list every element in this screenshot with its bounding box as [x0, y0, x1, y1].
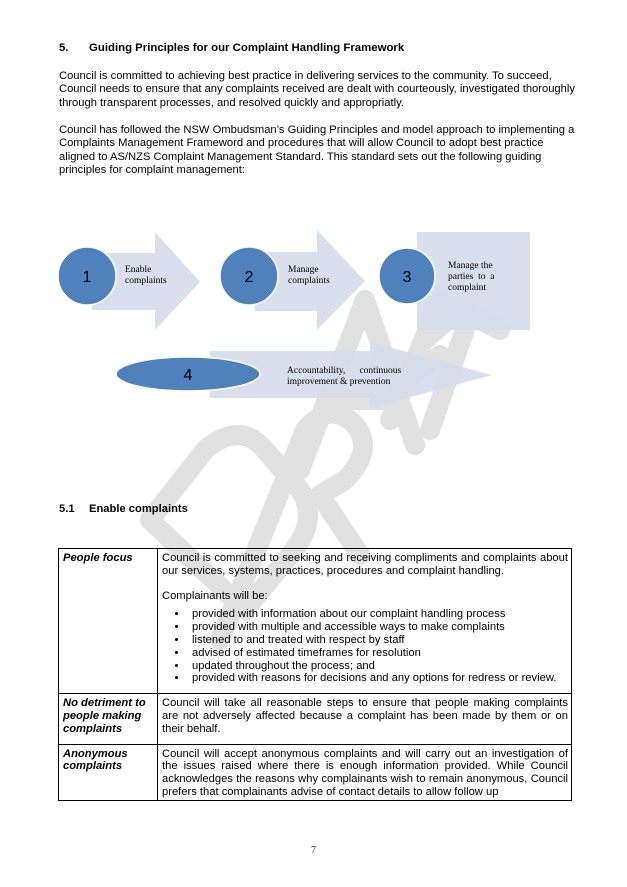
step-2-circle [219, 246, 279, 306]
step-2-arrow [255, 230, 365, 330]
row-paragraph: Council is committed to seeking and rece… [162, 552, 568, 577]
list-item: provided with multiple and accessible wa… [188, 621, 568, 634]
step-3-number: 3 [403, 269, 412, 286]
step-1-label-line-1: Enable [125, 265, 151, 275]
subsection-title: Enable complaints [89, 503, 188, 515]
step-2-number: 2 [245, 269, 254, 286]
table-row: No detriment to people making complaints… [58, 693, 572, 745]
step-4-number: 4 [184, 367, 193, 384]
row-label: Anonymous complaints [58, 743, 158, 801]
principles-table: People focus Council is committed to see… [58, 547, 572, 801]
step-3-circle [378, 247, 436, 305]
step-1-number: 1 [83, 269, 92, 286]
step-3-label-line-2: parties to a [448, 272, 495, 282]
step-3-label-line-3: complaint [448, 283, 486, 293]
row-content: Council is committed to seeking and rece… [157, 547, 572, 695]
row-label: No detriment to people making complaints [58, 693, 158, 745]
step-2-label-line-2: complaints [288, 276, 330, 286]
step-2-label-line-1: Manage [288, 265, 319, 275]
row-paragraph: Council will accept anonymous complaints… [162, 747, 568, 798]
list-item: listened to and treated with respect by … [188, 634, 568, 647]
step-3-label-line-1: Manage the [448, 261, 493, 271]
step-4-arrow [210, 342, 492, 408]
table-row: Anonymous complaints Council will accept… [58, 743, 572, 801]
step-1-label-line-2: complaints [125, 276, 167, 286]
subsection-heading: 5.1 Enable complaints [59, 503, 188, 515]
step-3-box [417, 232, 530, 330]
section-title: Guiding Principles for our Complaint Han… [89, 42, 405, 54]
row-paragraph: Complainants will be: [162, 589, 268, 602]
row-content: Council will take all reasonable steps t… [157, 693, 572, 745]
step-4-ellipse [115, 356, 261, 392]
standard-paragraph: Council has followed the NSW Ombudsman’s… [59, 124, 575, 176]
page-number: 7 [311, 845, 316, 856]
bullet-list: provided with information about our comp… [162, 608, 568, 685]
section-number: 5. [59, 42, 69, 54]
step-1-arrow [92, 232, 200, 330]
row-content: Council will accept anonymous complaints… [157, 743, 572, 801]
list-item: provided with reasons for decisions and … [188, 672, 568, 685]
step-1-circle [57, 246, 117, 306]
row-label: People focus [58, 547, 158, 695]
section-heading: 5. Guiding Principles for our Complaint H… [59, 42, 404, 54]
subsection-number: 5.1 [59, 503, 75, 515]
table-row: People focus Council is committed to see… [58, 547, 572, 695]
list-item: advised of estimated timeframes for reso… [188, 647, 568, 660]
intro-paragraph: Council is committed to achieving best p… [59, 70, 575, 109]
row-paragraph: Council will take all reasonable steps t… [162, 697, 568, 735]
step-4-label-line-1: Accountability, continuous [287, 366, 401, 376]
list-item: updated throughout the process; and [188, 660, 568, 673]
list-item: provided with information about our comp… [188, 608, 568, 621]
step-4-label-line-2: improvement & prevention [287, 377, 391, 387]
